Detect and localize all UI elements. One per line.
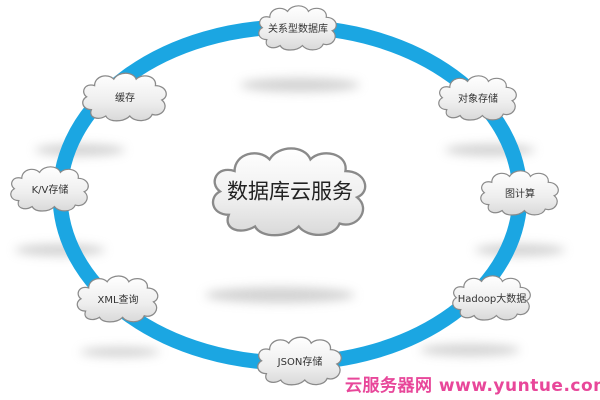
- watermark: 云服务器网 www.yuntue.com: [345, 376, 600, 396]
- node-label: XML查询: [97, 294, 139, 306]
- node-label: Hadoop大数据: [457, 293, 527, 305]
- center-label: 数据库云服务: [227, 179, 353, 203]
- node-label: 图计算: [505, 188, 535, 200]
- node-label: K/V存储: [31, 184, 69, 196]
- node-label: JSON存储: [277, 356, 323, 368]
- cloud-kv-storage: K/V存储: [0, 162, 100, 214]
- cloud-hadoop: Hadoop大数据: [437, 271, 547, 323]
- cloud-cache: 缓存: [70, 68, 180, 124]
- center-cloud: 数据库云服务: [203, 133, 378, 248]
- node-label: 缓存: [115, 92, 135, 104]
- cloud-graph-compute: 图计算: [470, 166, 570, 218]
- node-label: 关系型数据库: [268, 23, 328, 35]
- cloud-json-storage: JSON存储: [243, 332, 358, 388]
- cloud-xml-query: XML查询: [63, 271, 173, 325]
- cloud-object-storage: 对象存储: [428, 71, 528, 123]
- cloud-relational-db: 关系型数据库: [243, 1, 353, 53]
- node-label: 对象存储: [458, 93, 498, 105]
